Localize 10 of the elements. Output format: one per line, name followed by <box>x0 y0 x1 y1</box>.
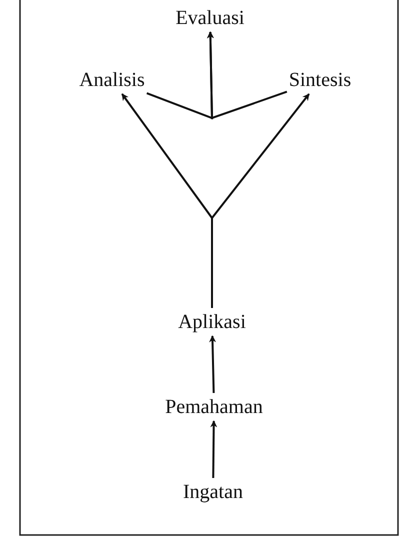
arrow <box>211 93 310 308</box>
level-label: Sintesis <box>288 69 352 91</box>
level-label: Aplikasi <box>178 311 246 333</box>
level-label: Analisis <box>79 69 145 91</box>
level-label: Pemahaman <box>165 396 263 418</box>
level-label: Ingatan <box>183 481 243 503</box>
arrow <box>210 420 218 478</box>
arrow <box>206 31 288 120</box>
arrow <box>209 335 216 394</box>
level-label: Evaluasi <box>176 7 244 29</box>
